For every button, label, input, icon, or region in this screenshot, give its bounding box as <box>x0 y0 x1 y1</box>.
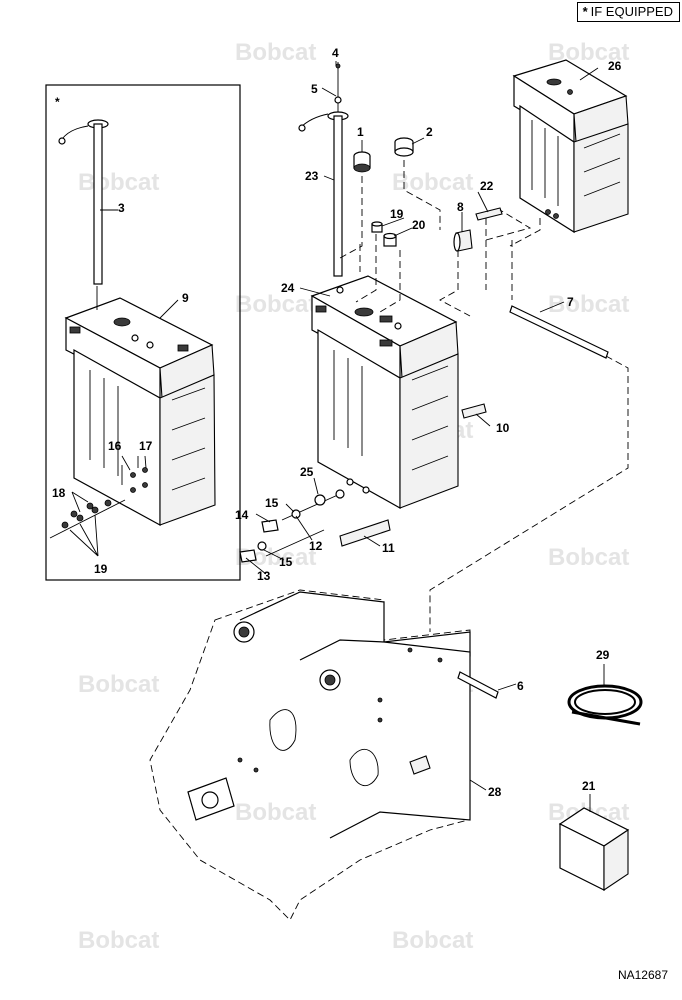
watermark: Bobcat <box>235 799 316 826</box>
callout-15-lower: 15 <box>279 555 293 569</box>
inset-fuel-sender <box>58 119 109 285</box>
callout-15: 15 <box>265 496 279 510</box>
inset-marker: * <box>55 95 60 109</box>
watermark: Bobcat <box>235 39 316 66</box>
callout-5: 5 <box>311 82 318 96</box>
callout-29: 29 <box>596 648 610 662</box>
callout-14: 14 <box>235 508 249 522</box>
watermark: Bobcat <box>548 291 629 318</box>
callout-labels: 4 5 1 2 23 22 19 20 8 26 24 7 10 11 12 1… <box>52 46 622 799</box>
callout-3: 3 <box>118 201 125 215</box>
watermark: Bobcat <box>392 169 473 196</box>
callout-6: 6 <box>517 679 524 693</box>
pad <box>475 207 503 221</box>
fuel-container <box>558 807 630 892</box>
auxiliary-fuel-tank <box>512 59 629 234</box>
callout-12: 12 <box>309 539 323 553</box>
watermark: Bobcat <box>392 927 473 954</box>
callout-23: 22 <box>480 179 494 193</box>
main-fuel-tank <box>310 275 459 510</box>
inset-leaders <box>69 209 179 557</box>
callout-11: 11 <box>382 541 395 555</box>
plug-top <box>383 232 397 240</box>
callout-26: 25 <box>300 465 314 479</box>
callout-22: 21 <box>582 779 596 793</box>
callout-27: 26 <box>608 59 622 73</box>
if-equipped-text: IF EQUIPPED <box>590 4 673 19</box>
routing-lines <box>339 160 629 632</box>
plug-top <box>371 221 383 227</box>
drain-fittings <box>239 489 345 563</box>
callout-9: 9 <box>182 291 189 305</box>
callout-8: 8 <box>457 200 464 214</box>
callout-16: 16 <box>108 439 122 453</box>
inset-fuel-tank <box>49 286 216 539</box>
main-fuel-sender <box>298 62 349 277</box>
inset-frame <box>45 84 241 581</box>
callout-20: 19 <box>390 207 404 221</box>
watermark: Bobcat <box>78 169 159 196</box>
elbow-fitting <box>453 229 473 252</box>
callout-17: 17 <box>139 439 153 453</box>
hose <box>509 305 609 359</box>
watermark: Bobcat <box>235 291 316 318</box>
strap <box>339 519 391 547</box>
watermark: Bobcat <box>548 544 629 571</box>
star-symbol: * <box>582 4 588 19</box>
callout-10: 10 <box>496 421 510 435</box>
callout-21: 20 <box>412 218 426 232</box>
hose-coil <box>567 684 643 726</box>
callout-2: 2 <box>426 125 433 139</box>
machine-mainframe <box>149 589 471 921</box>
callout-28: 28 <box>488 785 502 799</box>
figure-id: NA12687 <box>617 968 668 982</box>
fuel-cap <box>353 151 371 173</box>
pad <box>461 403 487 419</box>
watermark: Bobcat <box>78 671 159 698</box>
callout-4: 4 <box>332 46 339 60</box>
vent-cap <box>394 137 414 157</box>
bolt <box>457 671 499 699</box>
callout-19: 19 <box>94 562 108 576</box>
if-equipped-note: *IF EQUIPPED <box>576 2 680 22</box>
callout-7: 7 <box>567 295 574 309</box>
callout-13: 13 <box>257 569 271 583</box>
callout-24: 23 <box>305 169 319 183</box>
callout-18: 18 <box>52 486 66 500</box>
watermark: Bobcat <box>78 927 159 954</box>
leader-lines <box>245 61 605 812</box>
callout-25: 24 <box>281 281 295 295</box>
callout-1: 1 <box>357 125 364 139</box>
